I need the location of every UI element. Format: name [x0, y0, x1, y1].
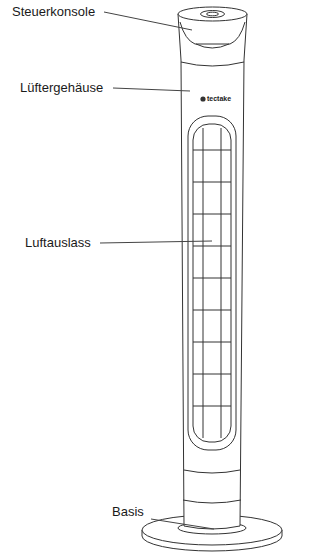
grill-bar — [221, 128, 222, 438]
grill-slat — [193, 214, 231, 215]
logo-icon — [200, 96, 205, 101]
grill-slat — [193, 246, 231, 247]
part-label: Basis — [112, 504, 144, 519]
control-console — [178, 7, 247, 48]
grill-slat — [193, 310, 231, 311]
leader-line — [113, 88, 190, 91]
part-label: Lüftergehäuse — [20, 80, 103, 95]
brand-logo: tectake — [207, 95, 231, 103]
grill-slat — [193, 374, 231, 375]
grill-slat — [193, 182, 231, 183]
air-outlet-grill — [188, 116, 236, 450]
grill-slat — [193, 150, 231, 151]
leader-line — [151, 519, 214, 529]
grill-slat — [193, 406, 231, 407]
leader-lines — [100, 12, 214, 529]
grill-slat — [193, 278, 231, 279]
part-label: Steuerkonsole — [12, 4, 95, 19]
leader-line — [104, 12, 192, 30]
part-label: Luftauslass — [25, 235, 91, 250]
grill-bar — [203, 128, 204, 438]
grill-slat — [193, 342, 231, 343]
leader-line — [100, 241, 212, 243]
